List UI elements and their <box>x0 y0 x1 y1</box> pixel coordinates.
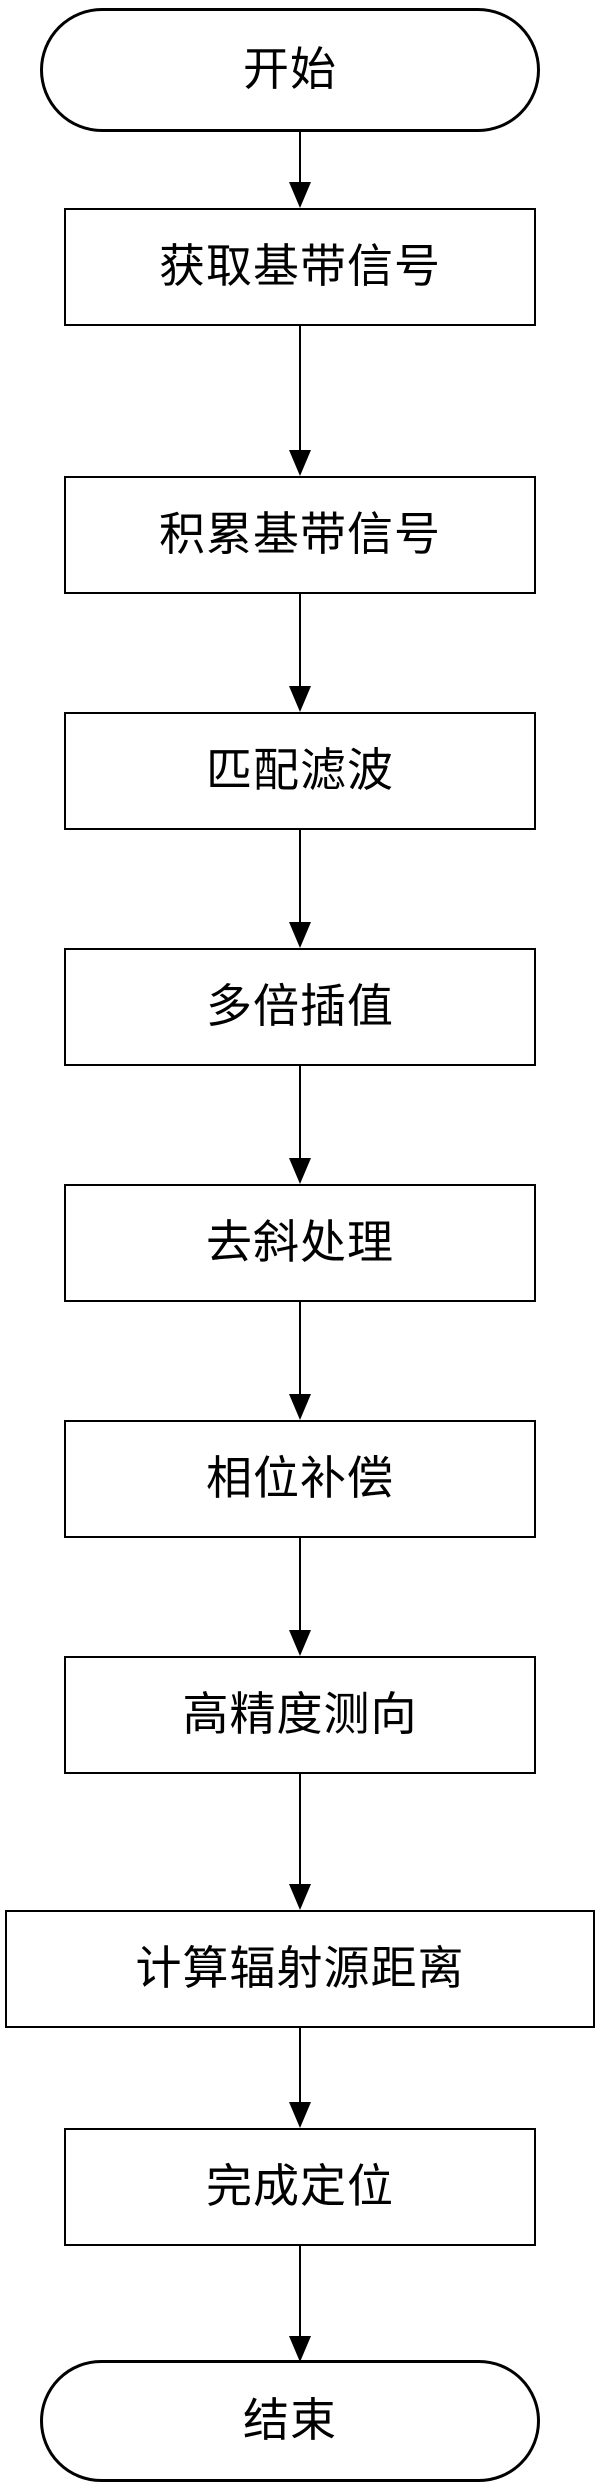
arrowhead-down-icon <box>289 182 311 208</box>
node-step3-label: 匹配滤波 <box>206 745 394 796</box>
node-start: 开始 <box>40 8 540 132</box>
edge-shaft <box>299 1538 301 1632</box>
node-step4-label: 多倍插值 <box>206 981 394 1032</box>
edge-shaft <box>299 594 301 688</box>
arrowhead-down-icon <box>289 2336 311 2362</box>
edge-shaft <box>299 132 301 184</box>
node-step9: 完成定位 <box>64 2128 536 2246</box>
node-step3: 匹配滤波 <box>64 712 536 830</box>
node-step4: 多倍插值 <box>64 948 536 1066</box>
arrowhead-down-icon <box>289 1630 311 1656</box>
node-step7: 高精度测向 <box>64 1656 536 1774</box>
arrowhead-down-icon <box>289 2102 311 2128</box>
node-step1: 获取基带信号 <box>64 208 536 326</box>
arrowhead-down-icon <box>289 450 311 476</box>
edge-shaft <box>299 830 301 924</box>
node-end: 结束 <box>40 2360 540 2482</box>
node-step2: 积累基带信号 <box>64 476 536 594</box>
arrowhead-down-icon <box>289 1884 311 1910</box>
edge-shaft <box>299 1774 301 1886</box>
node-step6-label: 相位补偿 <box>206 1453 394 1504</box>
node-step9-label: 完成定位 <box>206 2161 394 2212</box>
edge-shaft <box>299 2028 301 2104</box>
node-start-label: 开始 <box>243 44 337 95</box>
arrowhead-down-icon <box>289 922 311 948</box>
node-step7-label: 高精度测向 <box>182 1689 418 1740</box>
node-step5-label: 去斜处理 <box>206 1217 394 1268</box>
arrowhead-down-icon <box>289 686 311 712</box>
edge-shaft <box>299 326 301 452</box>
arrowhead-down-icon <box>289 1158 311 1184</box>
node-step6: 相位补偿 <box>64 1420 536 1538</box>
edge-shaft <box>299 2246 301 2338</box>
node-step8: 计算辐射源距离 <box>5 1910 595 2028</box>
arrowhead-down-icon <box>289 1394 311 1420</box>
edge-shaft <box>299 1302 301 1396</box>
node-step1-label: 获取基带信号 <box>159 241 441 292</box>
node-step8-label: 计算辐射源距离 <box>135 1943 465 1994</box>
edge-shaft <box>299 1066 301 1160</box>
node-step5: 去斜处理 <box>64 1184 536 1302</box>
node-end-label: 结束 <box>243 2395 337 2446</box>
node-step2-label: 积累基带信号 <box>159 509 441 560</box>
